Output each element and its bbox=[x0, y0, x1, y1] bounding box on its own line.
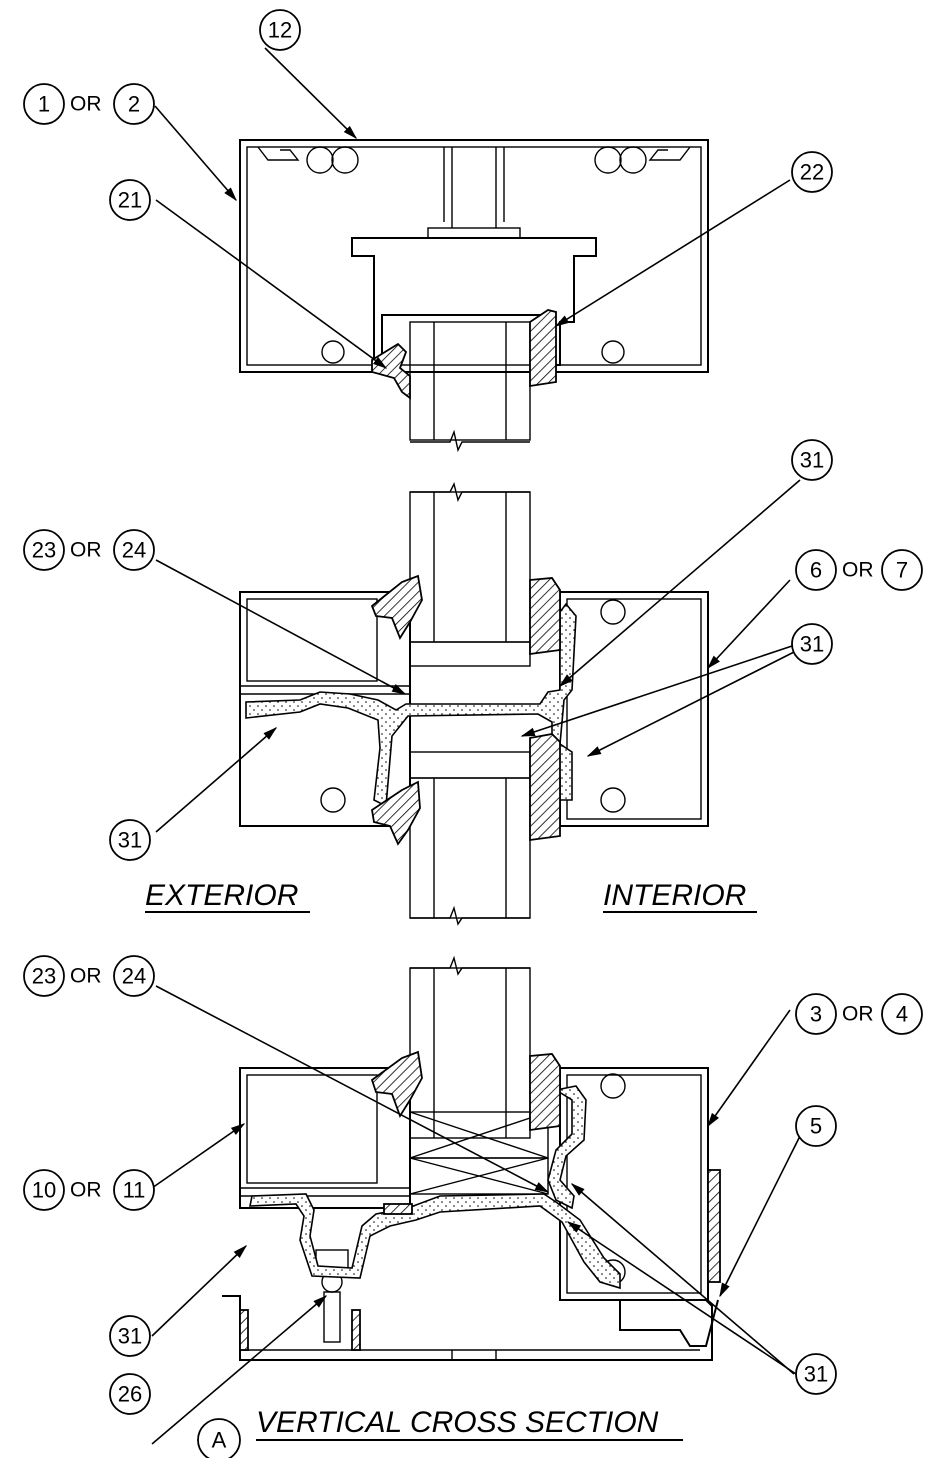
callout-31: 31 bbox=[795, 1353, 837, 1395]
callout-31: 31 bbox=[791, 623, 833, 665]
callout-6: 6 bbox=[795, 549, 837, 591]
svg-text:11: 11 bbox=[123, 1178, 146, 1203]
svg-text:10: 10 bbox=[32, 1178, 56, 1203]
svg-text:31: 31 bbox=[800, 632, 824, 657]
svg-text:7: 7 bbox=[896, 558, 908, 583]
svg-text:6: 6 bbox=[810, 558, 822, 583]
callout-26: 26 bbox=[109, 1373, 151, 1415]
upper-glass bbox=[409, 491, 531, 643]
callout-12: 12 bbox=[259, 9, 301, 51]
svg-text:1: 1 bbox=[38, 92, 50, 117]
callout-31: 31 bbox=[791, 439, 833, 481]
head-screw-boss-right bbox=[594, 146, 647, 174]
or-text: OR bbox=[842, 559, 874, 582]
svg-text:2: 2 bbox=[128, 92, 140, 117]
head-glass bbox=[409, 321, 531, 441]
svg-text:3: 3 bbox=[810, 1002, 822, 1027]
exterior-gasket-upper bbox=[370, 574, 423, 640]
svg-text:23: 23 bbox=[32, 964, 56, 989]
leader-lines bbox=[151, 47, 801, 1445]
svg-text:4: 4 bbox=[896, 1002, 908, 1027]
head-interior-gasket bbox=[529, 309, 557, 388]
callout-3: 3 bbox=[795, 993, 837, 1035]
callout-1: 1 bbox=[23, 83, 65, 125]
anchor-bolt bbox=[315, 1249, 349, 1343]
svg-text:31: 31 bbox=[118, 1324, 142, 1349]
lower-glass bbox=[409, 777, 531, 919]
svg-text:21: 21 bbox=[118, 188, 142, 213]
svg-text:23: 23 bbox=[32, 538, 56, 563]
svg-text:31: 31 bbox=[804, 1362, 828, 1387]
callout-21: 21 bbox=[109, 179, 151, 221]
sill-interior-gasket bbox=[529, 1053, 561, 1132]
interior-horizontal-frame bbox=[559, 591, 709, 827]
callout-7: 7 bbox=[881, 549, 923, 591]
callout-23: 23 bbox=[23, 955, 65, 997]
thermal-break-foam-middle bbox=[245, 602, 577, 808]
or-text: OR bbox=[842, 1003, 874, 1026]
callout-31: 31 bbox=[109, 1315, 151, 1357]
head-screw-boss-left bbox=[306, 146, 359, 174]
sill-section bbox=[222, 955, 721, 1361]
intermediate-section bbox=[239, 481, 709, 926]
callout-22: 22 bbox=[791, 151, 833, 193]
section-mark: A bbox=[197, 1418, 241, 1458]
exterior-label: EXTERIOR bbox=[145, 879, 298, 912]
callout-10: 10 bbox=[23, 1169, 65, 1211]
svg-text:24: 24 bbox=[122, 964, 146, 989]
callout-5: 5 bbox=[795, 1105, 837, 1147]
or-text: OR bbox=[70, 1179, 102, 1202]
interior-gasket-lower bbox=[529, 733, 561, 842]
callout-2: 2 bbox=[113, 83, 155, 125]
svg-text:12: 12 bbox=[268, 18, 292, 43]
svg-text:31: 31 bbox=[800, 448, 824, 473]
head-frame-inner bbox=[246, 146, 702, 366]
callout-4: 4 bbox=[881, 993, 923, 1035]
callout-31: 31 bbox=[109, 819, 151, 861]
or-text: OR bbox=[70, 965, 102, 988]
or-text: OR bbox=[70, 93, 102, 116]
thermal-break-foam-sill bbox=[249, 1193, 621, 1290]
interior-label: INTERIOR bbox=[603, 879, 746, 912]
head-frame bbox=[239, 139, 709, 373]
svg-text:5: 5 bbox=[810, 1114, 822, 1139]
callout-24: 24 bbox=[113, 529, 155, 571]
sill-exterior-gasket bbox=[370, 1050, 423, 1119]
svg-text:31: 31 bbox=[118, 828, 142, 853]
callout-11: 11 bbox=[113, 1169, 155, 1211]
svg-text:A: A bbox=[212, 1428, 227, 1453]
head-exterior-gasket bbox=[371, 342, 411, 400]
drawing-title: VERTICAL CROSS SECTION bbox=[256, 1406, 659, 1439]
interior-gasket-upper bbox=[529, 577, 561, 656]
exterior-sill-frame bbox=[239, 1067, 411, 1209]
callout-23: 23 bbox=[23, 529, 65, 571]
exterior-gasket-lower bbox=[371, 780, 421, 846]
svg-text:26: 26 bbox=[118, 1382, 142, 1407]
callout-24: 24 bbox=[113, 955, 155, 997]
head-section bbox=[239, 139, 709, 453]
svg-text:24: 24 bbox=[122, 538, 146, 563]
or-text: OR bbox=[70, 539, 102, 562]
svg-text:22: 22 bbox=[800, 160, 824, 185]
